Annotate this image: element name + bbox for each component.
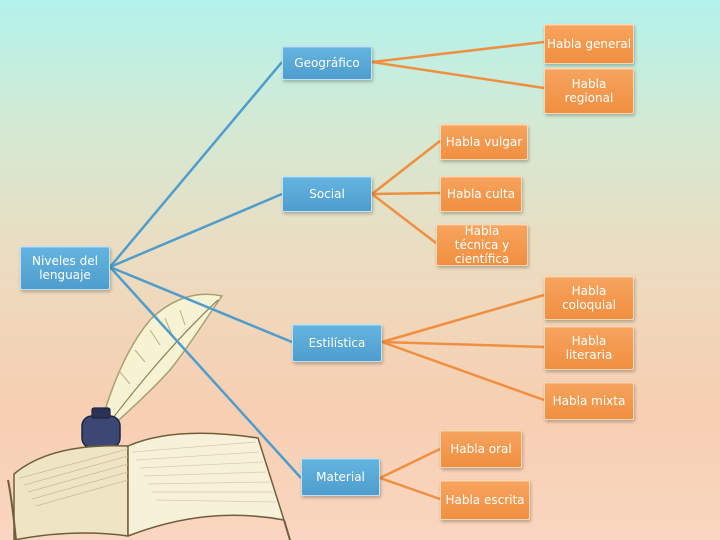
node-habla-coloquial[interactable]: Habla coloquial bbox=[544, 276, 634, 320]
connector-estilistica-coloquial bbox=[381, 293, 545, 344]
connector-material-escrita bbox=[379, 476, 441, 501]
connector-material-oral bbox=[379, 447, 441, 480]
node-habla-regional[interactable]: Habla regional bbox=[544, 68, 634, 114]
node-geografico[interactable]: Geográfico bbox=[282, 46, 372, 80]
ink-pot-icon bbox=[81, 407, 121, 449]
node-habla-literaria[interactable]: Habla literaria bbox=[544, 326, 634, 370]
node-niveles-del-lenguaje[interactable]: Niveles del lenguaje bbox=[20, 246, 110, 290]
connector-root-material bbox=[109, 266, 302, 479]
connector-social-culta bbox=[371, 191, 441, 196]
node-estilistica[interactable]: Estilística bbox=[292, 324, 382, 362]
node-habla-oral[interactable]: Habla oral bbox=[440, 430, 522, 468]
node-habla-tecnica[interactable]: Habla técnica y científica bbox=[436, 224, 528, 266]
connector-social-vulgar bbox=[371, 140, 441, 195]
node-habla-general[interactable]: Habla general bbox=[544, 24, 634, 64]
node-habla-culta[interactable]: Habla culta bbox=[440, 176, 522, 212]
open-book-icon bbox=[7, 432, 291, 540]
node-material[interactable]: Material bbox=[301, 458, 380, 496]
connector-estilistica-literaria bbox=[381, 340, 545, 349]
node-habla-vulgar[interactable]: Habla vulgar bbox=[440, 124, 528, 160]
node-habla-mixta[interactable]: Habla mixta bbox=[544, 382, 634, 420]
node-habla-escrita[interactable]: Habla escrita bbox=[440, 480, 530, 520]
connector-geografico-general bbox=[371, 40, 545, 64]
node-social[interactable]: Social bbox=[282, 176, 372, 212]
connector-root-social bbox=[109, 192, 283, 269]
connector-geografico-regional bbox=[371, 60, 545, 90]
connector-root-geografico bbox=[109, 61, 283, 268]
connector-root-estilistica bbox=[109, 265, 293, 344]
connector-estilistica-mixta bbox=[381, 340, 545, 402]
connector-social-tecnica bbox=[371, 193, 437, 244]
